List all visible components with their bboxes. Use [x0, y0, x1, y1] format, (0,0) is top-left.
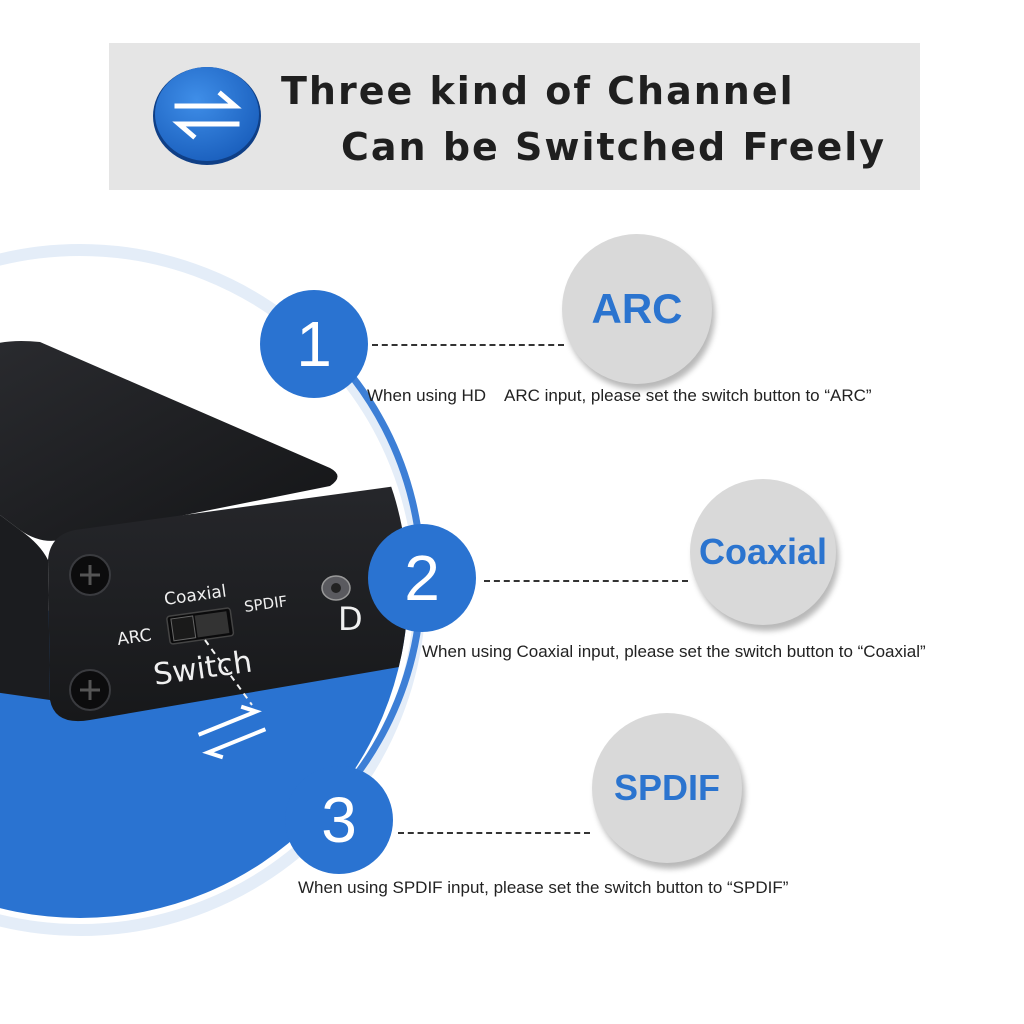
floor-arrows-icon: [197, 704, 267, 760]
step-3-description: When using SPDIF input, please set the s…: [298, 878, 789, 897]
step-1-connector: [372, 344, 564, 346]
label-partial: D: [338, 600, 363, 638]
step-2-number: 2: [368, 524, 476, 632]
step-3-number: 3: [285, 766, 393, 874]
step-1-number: 1: [260, 290, 368, 398]
step-3-label-spdif: SPDIF: [592, 713, 742, 863]
switch-arrows-icon: [153, 67, 261, 165]
slide-switch: [166, 607, 235, 645]
label-spdif: SPDIF: [243, 592, 288, 616]
screw-top: [69, 554, 111, 596]
step-2-label-coaxial: Coaxial: [690, 479, 836, 625]
device-front: [48, 480, 408, 721]
label-arc: ARC: [116, 625, 153, 650]
step-3-connector: [398, 832, 590, 834]
screw-bottom: [69, 669, 111, 711]
step-1-label-arc: ARC: [562, 234, 712, 384]
step-2-connector: [484, 580, 688, 582]
step-1-description: When using HD ARC input, please set the …: [367, 386, 872, 405]
title-line-1: Three kind of Channel: [281, 69, 795, 113]
title-line-2: Can be Switched Freely: [341, 125, 887, 169]
device-top: [0, 341, 338, 541]
step-2-description: When using Coaxial input, please set the…: [422, 642, 926, 661]
header-banner: Three kind of Channel Can be Switched Fr…: [109, 43, 920, 190]
